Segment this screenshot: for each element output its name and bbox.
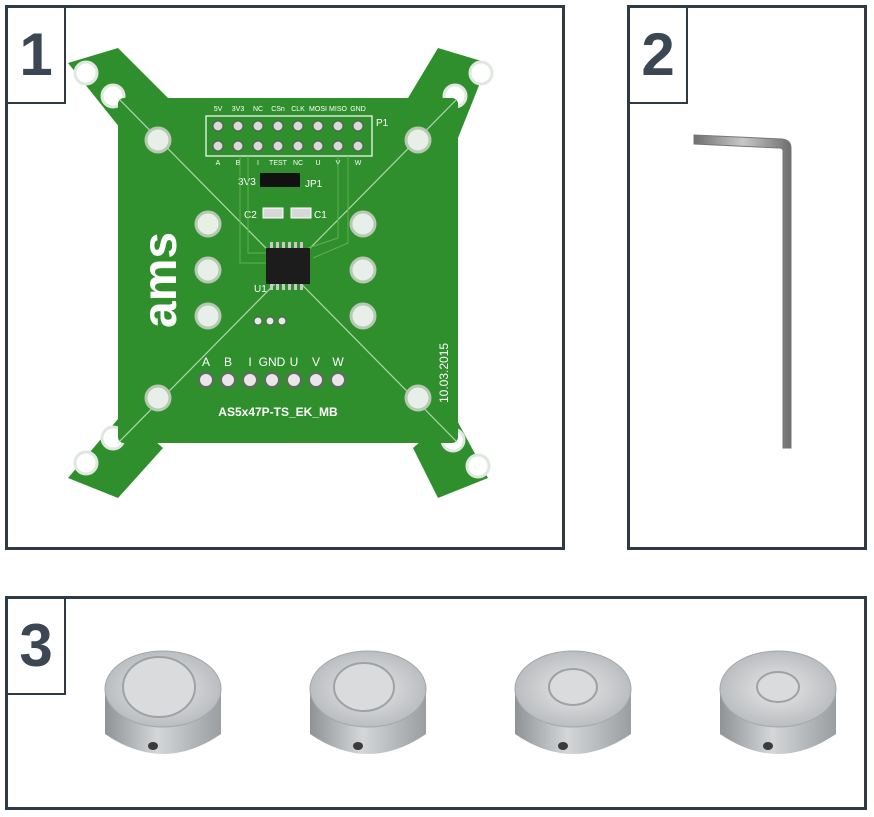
connector-pin — [352, 140, 364, 152]
pin-pad — [220, 372, 236, 388]
connector-bottom-label: I — [257, 160, 259, 167]
pin-label: GND — [259, 355, 286, 369]
cap-right: C1 — [314, 210, 327, 221]
panel-number-3: 3 — [8, 599, 66, 695]
magnet-holder — [514, 650, 632, 754]
panel-number-1: 1 — [8, 8, 66, 104]
connector-pin — [332, 140, 344, 152]
connector-top-label: 5V — [214, 106, 223, 113]
cap-left: C2 — [244, 210, 257, 221]
connector-pin — [232, 140, 244, 152]
pin-label: V — [312, 355, 320, 369]
connector-top-label: MOSI — [309, 106, 327, 113]
pin-label: I — [248, 355, 251, 369]
chip-ref: U1 — [254, 284, 267, 295]
connector-pin — [272, 140, 284, 152]
pin-label: B — [224, 355, 232, 369]
pin-label: W — [332, 355, 344, 369]
connector-pin — [252, 140, 264, 152]
connector-pin — [292, 120, 304, 132]
connector-top-label: CSn — [271, 106, 285, 113]
connector-pin — [292, 140, 304, 152]
connector-pin — [252, 120, 264, 132]
jumper-label: 3V3 — [238, 177, 256, 188]
connector-ref: P1 — [376, 118, 389, 129]
connector-bottom-label: A — [216, 160, 221, 167]
connector-pin — [352, 120, 364, 132]
board-name: AS5x47P-TS_EK_MB — [218, 405, 338, 419]
connector-pin — [312, 120, 324, 132]
connector-pin — [312, 140, 324, 152]
connector-bottom-label: TEST — [269, 160, 288, 167]
pin-pad — [242, 372, 258, 388]
connector-pin — [332, 120, 344, 132]
connector-pin — [212, 140, 224, 152]
magnet-holder — [104, 650, 222, 754]
connector-bottom-label: W — [355, 160, 362, 167]
connector-top-label: NC — [253, 106, 263, 113]
panel-3: 3 — [5, 596, 867, 810]
pin-pad — [286, 372, 302, 388]
magnet-holder — [719, 650, 837, 754]
board-date: 10.03.2015 — [437, 343, 451, 403]
allen-key-image — [693, 134, 792, 449]
jumper-ref: JP1 — [305, 179, 323, 190]
connector-pin — [272, 120, 284, 132]
pin-label: A — [202, 355, 210, 369]
pin-pad — [198, 372, 214, 388]
connector-bottom-label: NC — [293, 160, 303, 167]
connector-top-label: GND — [350, 106, 366, 113]
panel-number-2: 2 — [630, 8, 688, 104]
connector-pin — [212, 120, 224, 132]
pin-pad — [330, 372, 346, 388]
ams-logo: ams — [134, 232, 187, 328]
magnet-holder — [309, 650, 427, 754]
connector-top-label: 3V3 — [232, 106, 245, 113]
pin-label: U — [290, 355, 299, 369]
connector-bottom-label: U — [315, 160, 320, 167]
magnet-holders-image — [104, 650, 837, 754]
panel-2: 2 — [627, 5, 867, 550]
pin-pad — [308, 372, 324, 388]
connector-bottom-label: B — [236, 160, 241, 167]
pin-pad — [264, 372, 280, 388]
connector-top-label: MISO — [329, 106, 347, 113]
connector-top-label: CLK — [291, 106, 305, 113]
connector-pin — [232, 120, 244, 132]
